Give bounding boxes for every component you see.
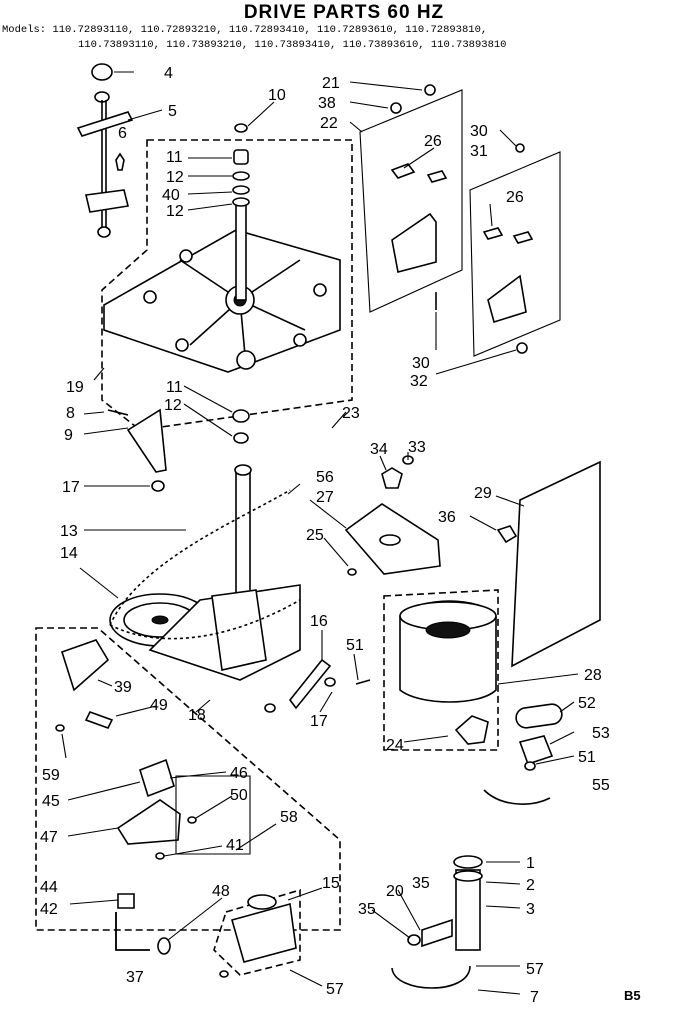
motor-28 (355, 589, 499, 751)
page-code: B5 (624, 988, 641, 1003)
callout-44: 44 (40, 879, 58, 896)
mount-bracket-31 (435, 143, 561, 357)
callout-45: 45 (42, 793, 60, 810)
capacitor-52 (483, 703, 563, 805)
callout-35: 35 (412, 875, 430, 892)
callout-7: 7 (530, 989, 539, 1006)
callout-57b: 57 (526, 961, 544, 978)
callout-42: 42 (40, 901, 58, 918)
bracket-16-17 (264, 658, 336, 713)
callout-3: 3 (526, 901, 535, 918)
callout-12c: 12 (164, 397, 182, 414)
callout-55: 55 (592, 777, 610, 794)
callout-8: 8 (66, 405, 75, 422)
callout-17: 17 (62, 479, 80, 496)
drain-pipe (391, 855, 483, 989)
base-plate-19 (101, 139, 353, 431)
callout-labels: 4 5 6 10 11 12 40 12 19 11 12 8 9 17 23 … (40, 65, 641, 1006)
callout-50: 50 (230, 787, 248, 804)
callout-27: 27 (316, 489, 334, 506)
callout-20: 20 (386, 883, 404, 900)
diagram-title: DRIVE PARTS 60 HZ (243, 2, 445, 23)
callout-51b: 51 (578, 749, 596, 766)
cover-panel-29 (496, 460, 601, 668)
mount-bracket-22 (359, 84, 463, 313)
callout-48: 48 (212, 883, 230, 900)
callout-39: 39 (114, 679, 132, 696)
callout-31: 31 (470, 143, 488, 160)
agitator-shaft (232, 123, 250, 444)
callout-29: 29 (474, 485, 492, 502)
motor-bracket-27 (344, 455, 441, 576)
callout-52: 52 (578, 695, 596, 712)
callout-19: 19 (66, 379, 84, 396)
callout-11: 11 (166, 149, 183, 166)
pump-15 (213, 888, 301, 978)
model-list-line-1: Models: 110.72893110, 110.72893210, 110.… (2, 24, 488, 36)
callout-24: 24 (386, 737, 404, 754)
leader-lines (61, 71, 579, 995)
callout-36: 36 (438, 509, 456, 526)
callout-21: 21 (322, 75, 340, 92)
callout-30: 30 (470, 123, 488, 140)
callout-10: 10 (268, 87, 286, 104)
callout-47: 47 (40, 829, 58, 846)
callout-1: 1 (526, 855, 535, 872)
callout-17b: 17 (310, 713, 328, 730)
callout-14: 14 (60, 545, 78, 562)
callout-41: 41 (226, 837, 244, 854)
callout-22: 22 (320, 115, 338, 132)
model-list-line-2: 110.73893110, 110.73893210, 110.73893410… (78, 39, 507, 51)
callout-57: 57 (326, 981, 344, 998)
callout-59: 59 (42, 767, 60, 784)
callout-11b: 11 (166, 379, 183, 396)
callout-5: 5 (168, 103, 177, 120)
hose-assembly (115, 893, 171, 955)
callout-6: 6 (118, 125, 127, 142)
bracket-8-9-17 (107, 408, 167, 492)
callout-26b: 26 (506, 189, 524, 206)
callout-15: 15 (322, 875, 340, 892)
callout-58: 58 (280, 809, 298, 826)
callout-51: 51 (346, 637, 364, 654)
callout-49: 49 (150, 697, 168, 714)
callout-12b: 12 (166, 203, 184, 220)
transmission-14 (109, 464, 301, 681)
callout-34: 34 (370, 441, 388, 458)
callout-28: 28 (584, 667, 602, 684)
callout-30b: 30 (412, 355, 430, 372)
callout-53: 53 (592, 725, 610, 742)
model-list: Models: 110.72893110, 110.72893210, 110.… (2, 23, 506, 53)
callout-35b: 35 (358, 901, 376, 918)
callout-4: 4 (164, 65, 173, 82)
callout-56: 56 (316, 469, 334, 486)
callout-46: 46 (230, 765, 248, 782)
callout-33: 33 (408, 439, 426, 456)
callout-37: 37 (126, 969, 144, 986)
callout-25: 25 (306, 527, 324, 544)
callout-38: 38 (318, 95, 336, 112)
callout-12: 12 (166, 169, 184, 186)
callout-13: 13 (60, 523, 78, 540)
callout-9: 9 (64, 427, 73, 444)
callout-40: 40 (162, 187, 180, 204)
callout-2: 2 (526, 877, 535, 894)
callout-23: 23 (342, 405, 360, 422)
callout-26: 26 (424, 133, 442, 150)
callout-32: 32 (410, 373, 428, 390)
callout-16: 16 (310, 613, 328, 630)
bracket-assembly-4-5-6 (76, 63, 134, 238)
callout-18: 18 (188, 707, 206, 724)
switch-assembly (35, 627, 341, 931)
